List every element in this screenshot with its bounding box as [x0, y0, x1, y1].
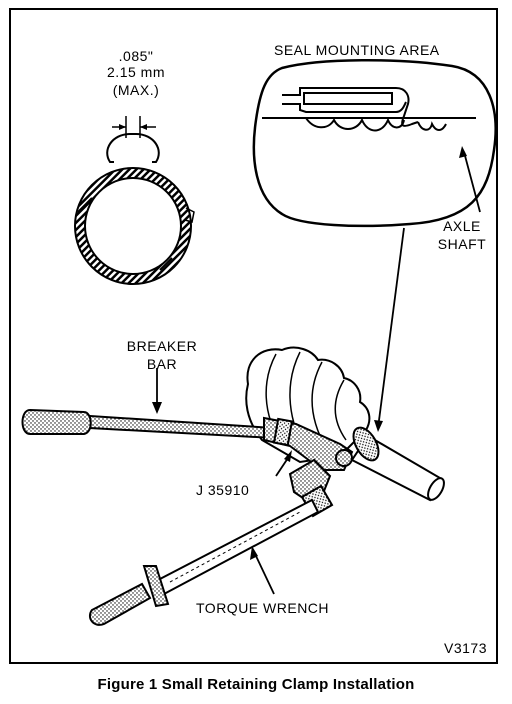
- figure-code-label: V3173: [444, 640, 487, 656]
- seal-mounting-detail: [252, 59, 497, 228]
- torque-wrench: [88, 458, 334, 626]
- boot-assembly: [245, 346, 445, 502]
- clamp-cross-section: [74, 116, 195, 285]
- breaker-label: BREAKER: [126, 338, 198, 354]
- breaker-bar: [21, 368, 275, 440]
- dimension-max-label: (MAX.): [112, 82, 160, 98]
- dimension-mm-label: 2.15 mm: [107, 64, 165, 80]
- tool-number-label: J 35910: [196, 482, 250, 498]
- figure-caption: Figure 1 Small Retaining Clamp Installat…: [97, 676, 415, 693]
- dimension-inches-label: .085": [118, 48, 154, 64]
- j35910-tool: [263, 416, 354, 477]
- seal-mounting-area-label: SEAL MOUNTING AREA: [274, 42, 440, 58]
- figure-frame: [9, 8, 498, 664]
- bar-label: BAR: [146, 356, 178, 372]
- torque-wrench-label: TORQUE WRENCH: [196, 600, 330, 616]
- shaft-label: SHAFT: [437, 236, 487, 252]
- axle-label: AXLE: [443, 218, 481, 234]
- detail-pointer-line: [377, 227, 405, 429]
